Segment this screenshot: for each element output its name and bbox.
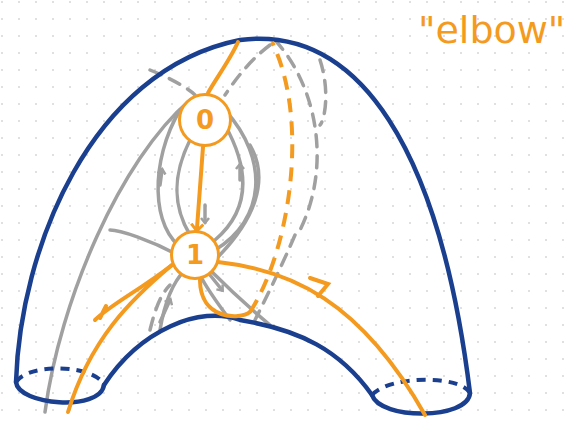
surface-name: "elbow" [418, 8, 565, 52]
node-label: 0 [196, 105, 214, 135]
critical-point-circle: 0 [178, 93, 232, 147]
critical-point-circle: 1 [170, 230, 220, 280]
node-label: 1 [186, 240, 204, 270]
flow-arrow [197, 147, 203, 230]
